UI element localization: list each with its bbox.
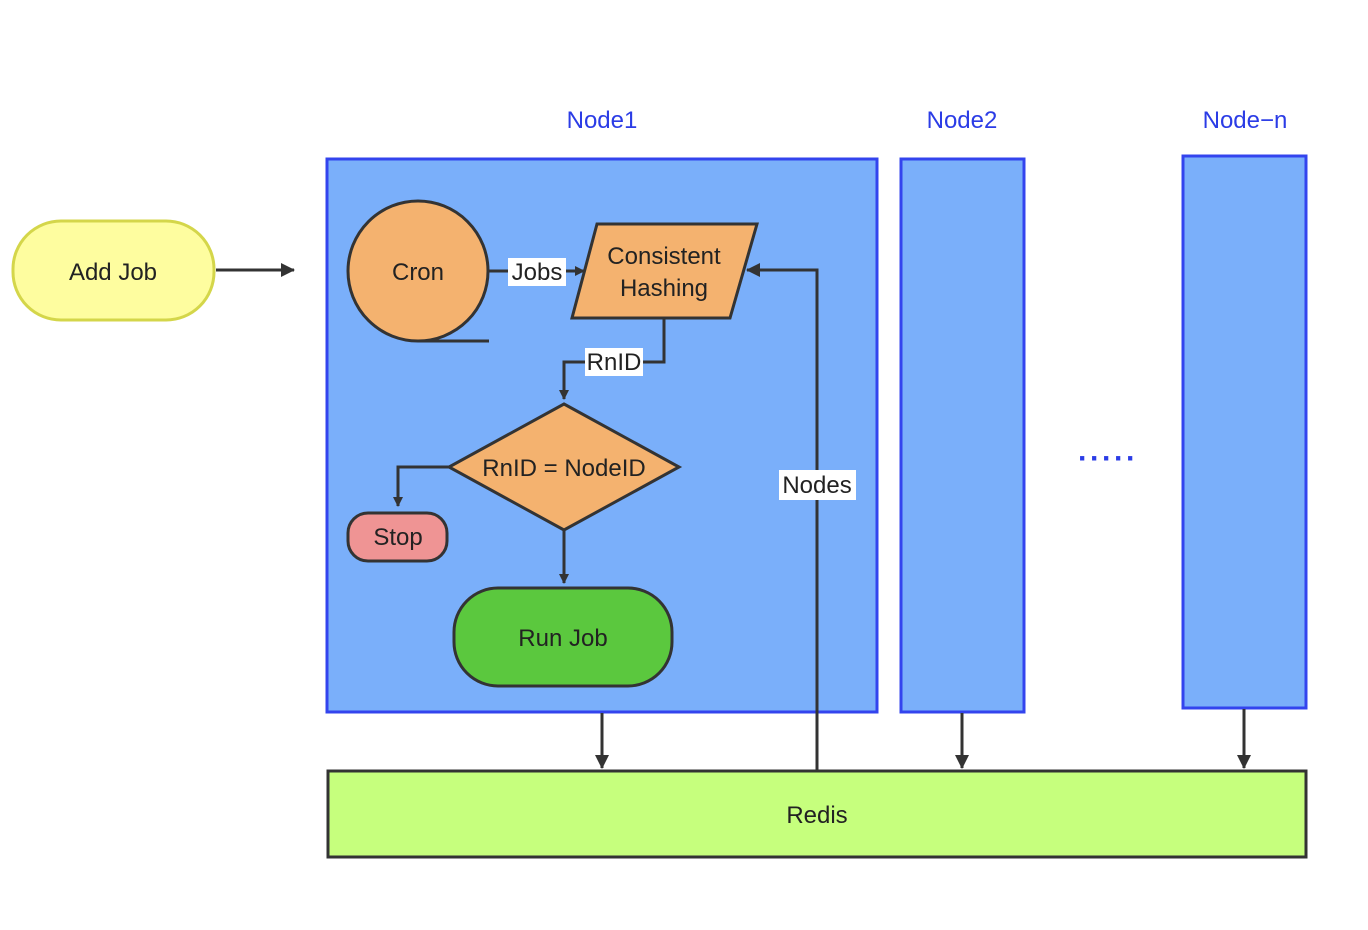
decision-to-stop-connector	[393, 465, 449, 507]
redis-box	[326, 769, 1308, 859]
node1-title: Node1	[567, 107, 638, 134]
rnid-label: RnID	[587, 349, 642, 376]
run-job-terminal	[452, 586, 674, 688]
cron-label: Cron	[392, 259, 444, 286]
add-job-terminal	[11, 219, 216, 322]
stop-terminal	[346, 511, 449, 563]
noden-box	[1181, 154, 1308, 710]
add-job-label: Add Job	[69, 259, 157, 286]
node2-box	[899, 157, 1026, 714]
decision-diamond	[445, 402, 683, 532]
redis-to-hashing-connector	[746, 263, 819, 770]
redis-label: Redis	[786, 802, 847, 829]
stop-label: Stop	[373, 524, 422, 551]
run-job-label: Run Job	[518, 625, 607, 652]
ellipsis: ·····	[1078, 442, 1138, 475]
jobs-label: Jobs	[512, 259, 563, 286]
decision-label: RnID = NodeID	[482, 455, 645, 482]
noden-title: Node−n	[1203, 107, 1288, 134]
nodes-label-bg	[779, 470, 856, 500]
hashing-label-line2: Hashing	[620, 275, 708, 302]
nodes-label: Nodes	[782, 472, 851, 499]
hashing-label-line1: Consistent	[607, 243, 721, 270]
rnid-label-bg	[585, 348, 643, 376]
node2-title: Node2	[927, 107, 998, 134]
consistent-hashing-shape	[570, 222, 759, 320]
jobs-label-bg	[508, 258, 566, 286]
